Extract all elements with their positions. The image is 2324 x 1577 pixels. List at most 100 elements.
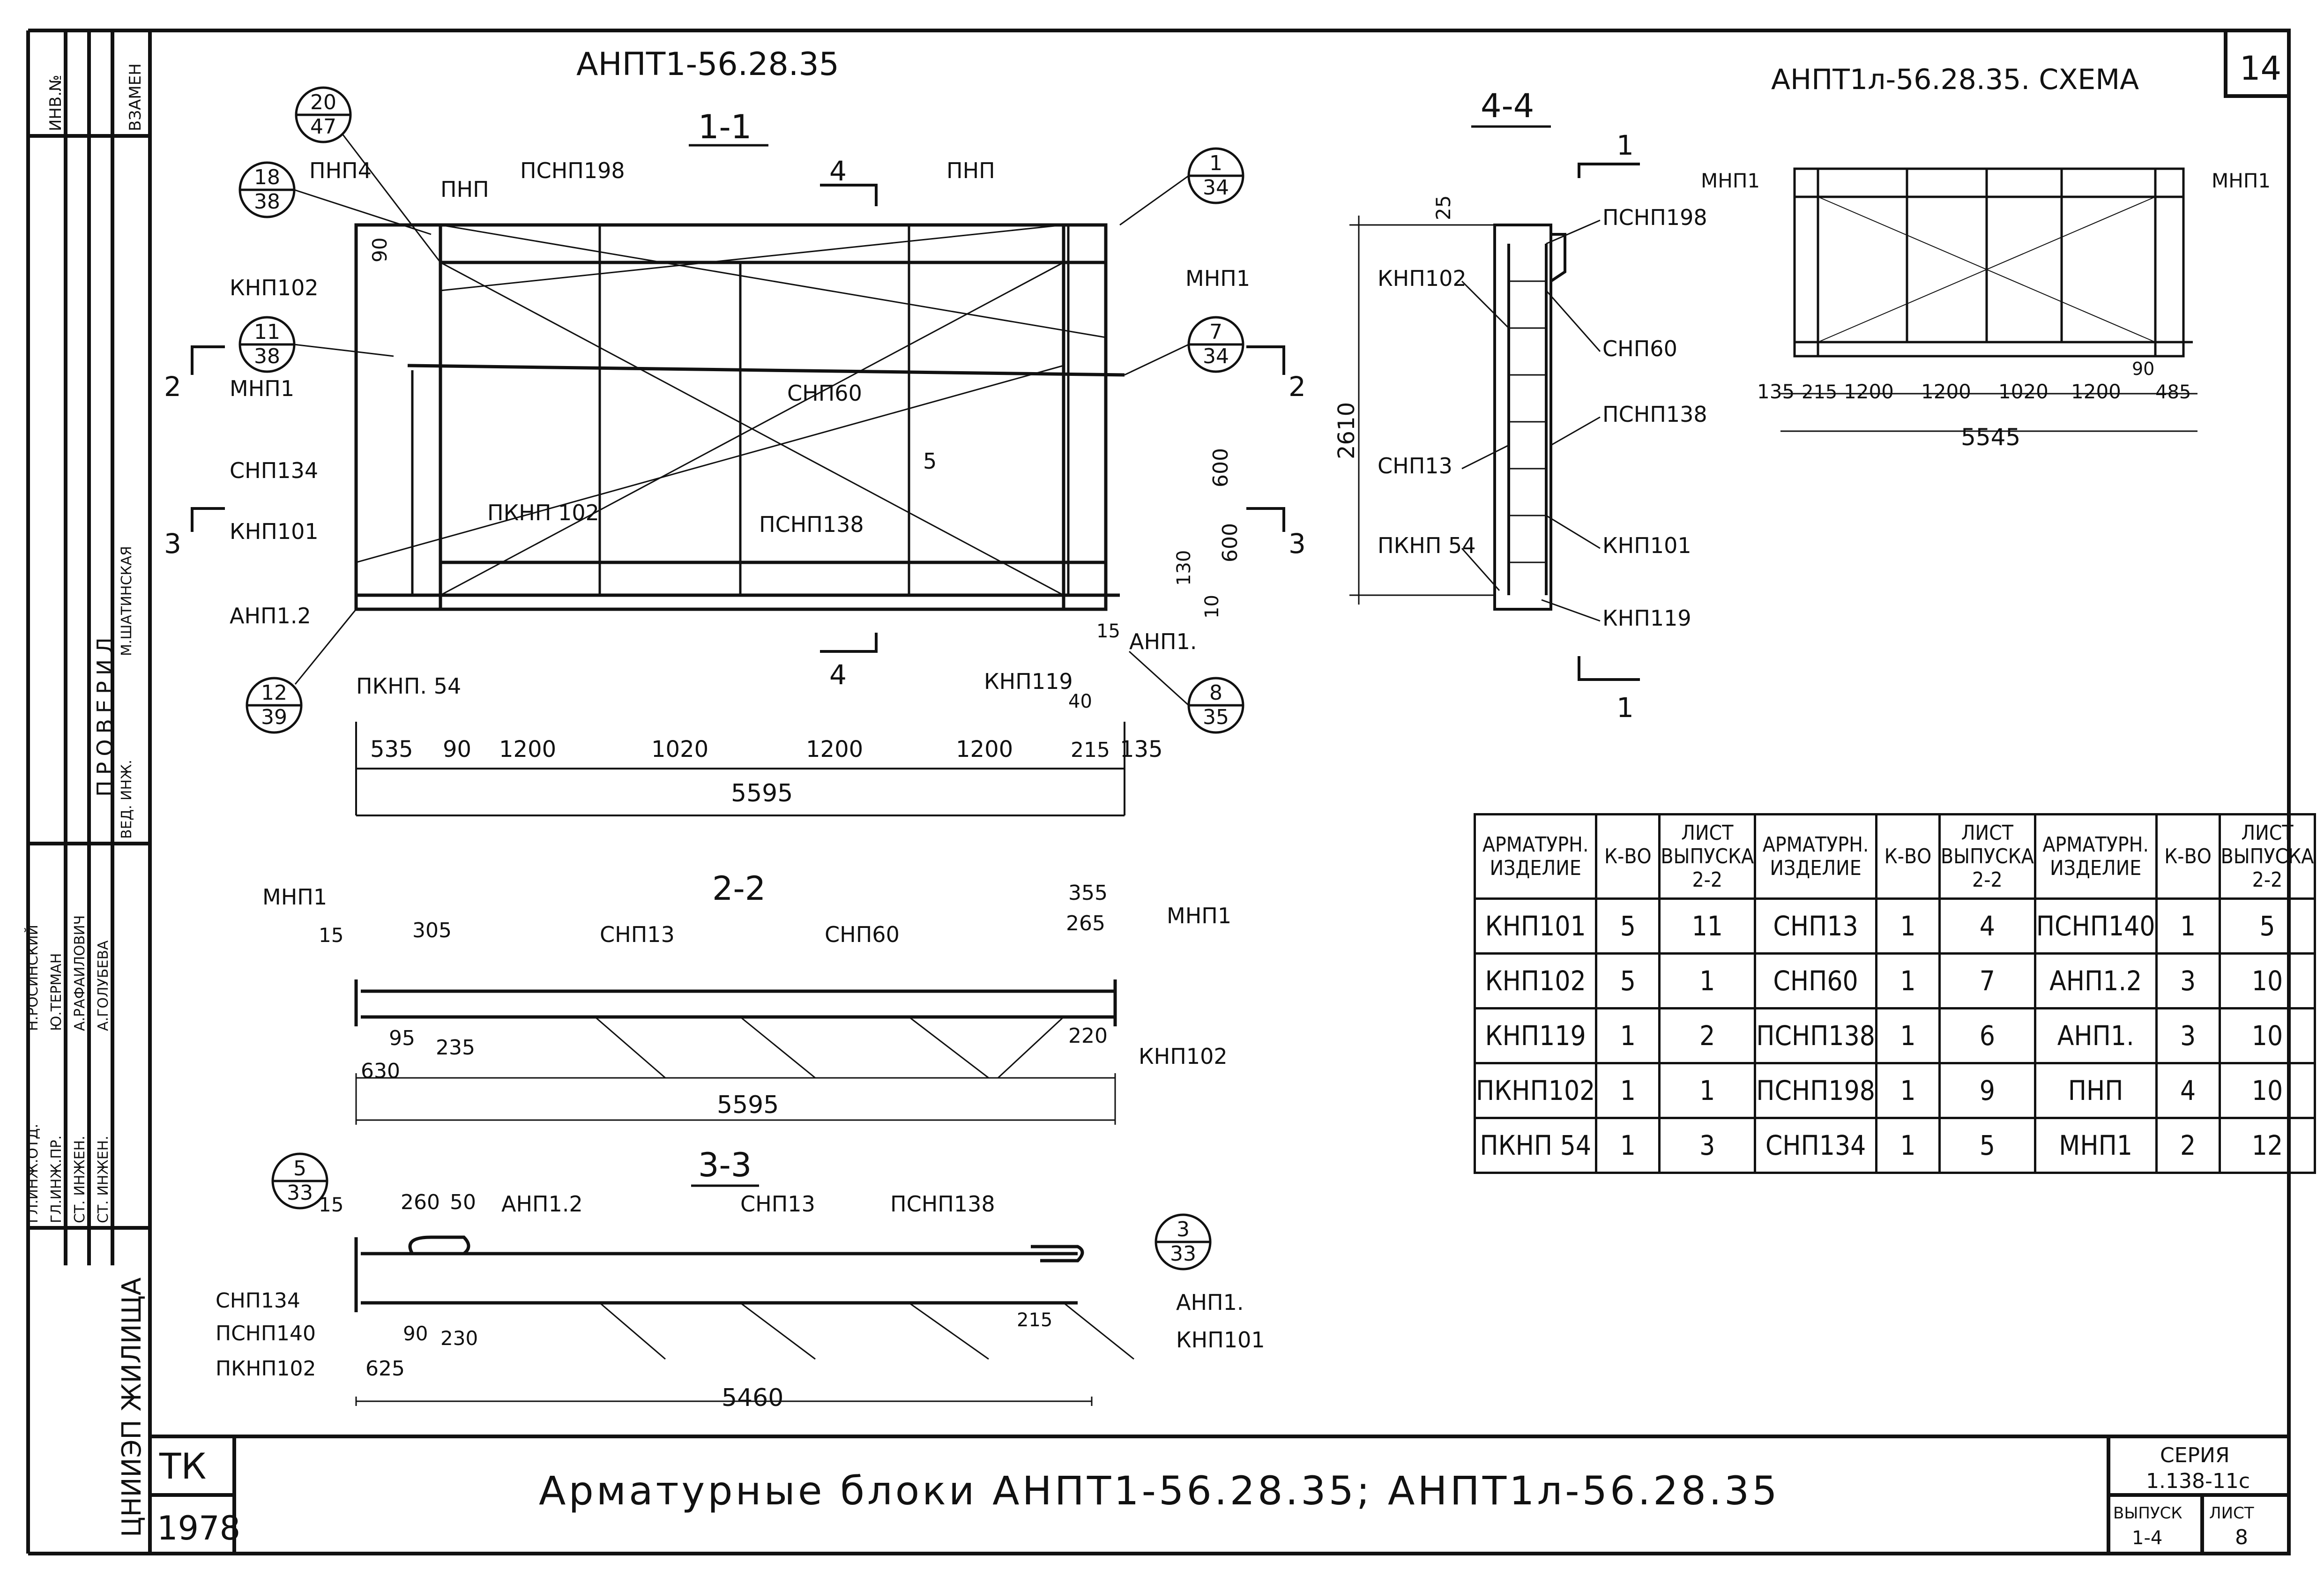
- label-mnp1-left: МНП1: [230, 376, 294, 401]
- spec-cell: 3: [2155, 952, 2221, 1009]
- spec-cell: 3: [2155, 1007, 2221, 1064]
- dim-3-50: 50: [450, 1190, 476, 1214]
- dim-3-90: 90: [403, 1322, 428, 1345]
- dim-1200b: 1200: [806, 736, 863, 762]
- spec-header: К-ВО: [1595, 813, 1661, 900]
- schema-mnp1-right: МНП1: [2212, 169, 2271, 192]
- spec-cell: 1: [1875, 897, 1941, 955]
- spec-cell: 6: [1938, 1007, 2036, 1064]
- frame: [26, 29, 2291, 1555]
- label-4-knp101: КНП101: [1602, 533, 1691, 558]
- label-2-knp102: КНП102: [1139, 1044, 1228, 1069]
- label-2-mnp1-right: МНП1: [1167, 903, 1231, 928]
- main-title: Арматурные блоки АНПТ1-56.28.35; АНПТ1л-…: [539, 1468, 1780, 1514]
- svg-text:5: 5: [293, 1157, 306, 1181]
- view-1-1-title: АНПТ1-56.28.35: [576, 46, 839, 83]
- label-3-knp101: КНП101: [1176, 1327, 1265, 1353]
- cut-lines: [191, 184, 1285, 653]
- label-2-mnp1-left: МНП1: [262, 884, 327, 910]
- svg-text:3: 3: [1177, 1218, 1190, 1241]
- dim-1200c: 1200: [956, 736, 1013, 762]
- svg-text:7: 7: [1209, 320, 1222, 344]
- dim-2-355: 355: [1068, 881, 1108, 905]
- sheet-label: ЛИСТ: [2209, 1504, 2254, 1523]
- label-anp12: АНП1.2: [230, 603, 311, 628]
- label-mnp1-right: МНП1: [1185, 266, 1250, 291]
- label-psnp138: ПСНП138: [759, 512, 864, 537]
- issue-label: ВЫПУСК: [2113, 1504, 2182, 1523]
- label-snp134: СНП134: [230, 458, 318, 483]
- spec-table: АРМАТУРН. ИЗДЕЛИЕ К-ВО ЛИСТ ВЫПУСКА 2-2 …: [1473, 813, 2317, 1174]
- dim-15: 15: [1096, 620, 1120, 642]
- stamp-name: Ю.ТЕРМАН: [48, 953, 65, 1031]
- label-pnp: ПНП: [440, 177, 489, 202]
- spec-cell: 4: [1938, 897, 2036, 955]
- dim-2-235: 235: [436, 1036, 475, 1060]
- spec-cell: 5: [1595, 952, 1661, 1009]
- dim-215: 215: [1071, 738, 1110, 762]
- dim-2610: 2610: [1333, 402, 1360, 459]
- spec-header: АРМАТУРН. ИЗДЕЛИЕ: [1473, 813, 1598, 900]
- dim-1200a: 1200: [499, 736, 556, 762]
- spec-cell: ПСНП138: [1754, 1007, 1877, 1064]
- cut-mark-4-bottom: 4: [829, 659, 847, 691]
- table-row: КНП102 5 1 СНП60 1 7 АНП1.2 3 10: [1473, 952, 2317, 1009]
- schema-mnp1-left: МНП1: [1701, 169, 1760, 192]
- spec-cell: 10: [2218, 1007, 2317, 1064]
- spec-header: АРМАТУРН. ИЗДЕЛИЕ: [2034, 813, 2158, 900]
- callout-3-33: 3 33: [1155, 1213, 1212, 1271]
- spec-cell: ПКНП 54: [1473, 1117, 1598, 1174]
- spec-header: АРМАТУРН. ИЗДЕЛИЕ: [1754, 813, 1877, 900]
- dim-3-215: 215: [1017, 1309, 1052, 1331]
- spec-cell: МНП1: [2034, 1117, 2158, 1174]
- callout-5-33: 5 33: [271, 1152, 328, 1210]
- spec-cell: 7: [1938, 952, 2036, 1009]
- cut-mark-3-left: 3: [164, 528, 181, 560]
- spec-header: К-ВО: [1875, 813, 1941, 900]
- svg-text:38: 38: [254, 344, 280, 368]
- view-1-1: АНПТ1-56.28.35 1-1: [164, 46, 1306, 816]
- table-row: КНП101 5 11 СНП13 1 4 ПСНП140 1 5: [1473, 897, 2317, 955]
- svg-text:1: 1: [1209, 151, 1222, 175]
- stamp-role: СТ. ИНЖЕН.: [95, 1136, 112, 1223]
- stamp-name: А.ГОЛУБЕВА: [95, 940, 112, 1031]
- spec-cell: 11: [1658, 897, 1757, 955]
- series-value: 1.138-11с: [2146, 1469, 2250, 1493]
- callout-20-47: 20 47: [295, 86, 352, 143]
- label-3-snp134: СНП134: [216, 1289, 300, 1313]
- label-knp102: КНП102: [230, 275, 319, 300]
- dim-535: 535: [370, 736, 413, 762]
- dim-90: 90: [443, 736, 471, 762]
- spec-cell: КНП119: [1473, 1007, 1598, 1064]
- dim-130: 130: [1173, 550, 1195, 586]
- table-row: ПКНП 54 1 3 СНП134 1 5 МНП1 2 12: [1473, 1117, 2317, 1174]
- stamp-role: СТ. ИНЖЕН.: [72, 1136, 88, 1223]
- label-3-anp12: АНП1.2: [501, 1191, 583, 1217]
- schema-dim-1200a: 1200: [1844, 380, 1894, 403]
- callout-1-34: 1 34: [1187, 147, 1244, 204]
- label-4-psnp198: ПСНП198: [1602, 205, 1707, 230]
- label-anp1: АНП1.: [1129, 629, 1197, 654]
- dim-2-total: 5595: [717, 1091, 779, 1119]
- view-2-2: 2-2 МНП1 СНП13 СНП60 МНП1 КНП102 15 305 …: [262, 869, 1231, 1125]
- stamp-role: ВЕД. ИНЖ.: [119, 760, 135, 839]
- spec-cell: ПКНП102: [1473, 1062, 1598, 1119]
- stamp-name: Н.РОСИНСКИЙ: [24, 925, 41, 1031]
- label-snp60: СНП60: [787, 381, 862, 406]
- label-knp119: КНП119: [984, 669, 1073, 694]
- view-1-1-section: 1-1: [698, 108, 752, 146]
- schema-dim-215: 215: [1802, 381, 1837, 403]
- spec-cell: 9: [1938, 1062, 2036, 1119]
- svg-text:33: 33: [1170, 1242, 1196, 1266]
- svg-text:35: 35: [1203, 705, 1229, 729]
- spec-cell: 10: [2218, 952, 2317, 1009]
- block-outline: [354, 223, 1125, 611]
- svg-text:8: 8: [1209, 681, 1222, 705]
- dim-600a: 600: [1209, 448, 1233, 487]
- schema-dim-1200b: 1200: [1921, 380, 1971, 403]
- svg-text:34: 34: [1203, 344, 1229, 368]
- spec-cell: АНП1.2: [2034, 952, 2158, 1009]
- label-3-psnp138: ПСНП138: [890, 1191, 995, 1217]
- label-pnp-right: ПНП: [946, 158, 995, 183]
- svg-text:11: 11: [254, 320, 280, 344]
